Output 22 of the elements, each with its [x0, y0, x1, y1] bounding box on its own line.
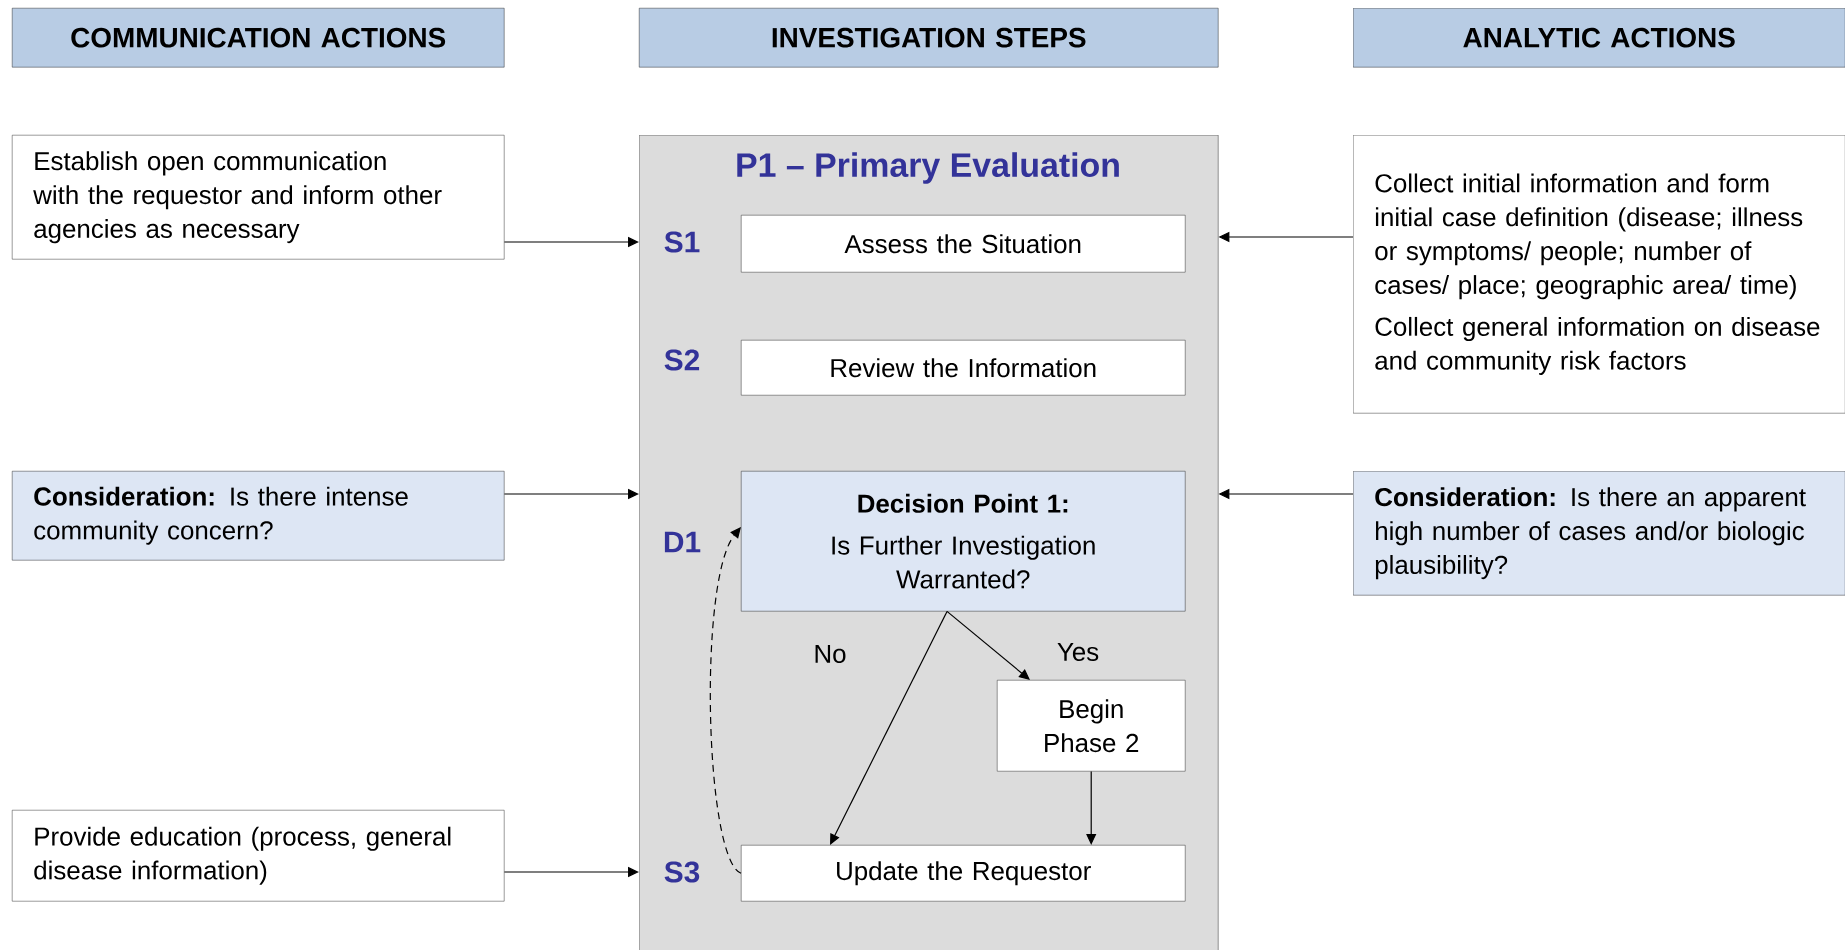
- header-bar: ANALYTIC ACTIONS: [1353, 8, 1845, 68]
- text-box: Provide education (process, general disease information): [12, 810, 505, 902]
- text-box: Collect initial information and form initial case definition (disease; illness or symptoms/ people; number of cases/ place; geographic area/ time) Collect general information on disease and community risk factors: [1353, 135, 1845, 414]
- consideration-box: Consideration: Is there intense community concern?: [12, 471, 505, 561]
- step-label: S1: [664, 231, 700, 253]
- arrow: [946, 610, 1030, 680]
- header-bar: INVESTIGATION STEPS: [639, 8, 1219, 68]
- step-box: Begin Phase 2: [997, 680, 1186, 772]
- header-bar: COMMUNICATION ACTIONS: [12, 8, 505, 68]
- decision-box: Decision Point 1: Is Further Investigation Warranted?: [741, 471, 1186, 612]
- arrow: [709, 527, 742, 874]
- arrow: [830, 610, 948, 845]
- arrow: [1086, 770, 1097, 845]
- consideration-box: Consideration: Is there an apparent high number of cases and/or biologic plausibility?: [1353, 471, 1845, 596]
- step-label: S2: [664, 349, 700, 371]
- step-label: D1: [664, 531, 701, 553]
- step-box: Assess the Situation: [741, 215, 1186, 273]
- step-box: Review the Information: [741, 340, 1186, 396]
- step-box: Update the Requestor: [741, 845, 1186, 902]
- edge-label: No: [811, 643, 849, 666]
- text-box: Establish open communication with the requestor and inform other agencies as necessary: [12, 135, 505, 260]
- step-label: S3: [664, 861, 700, 883]
